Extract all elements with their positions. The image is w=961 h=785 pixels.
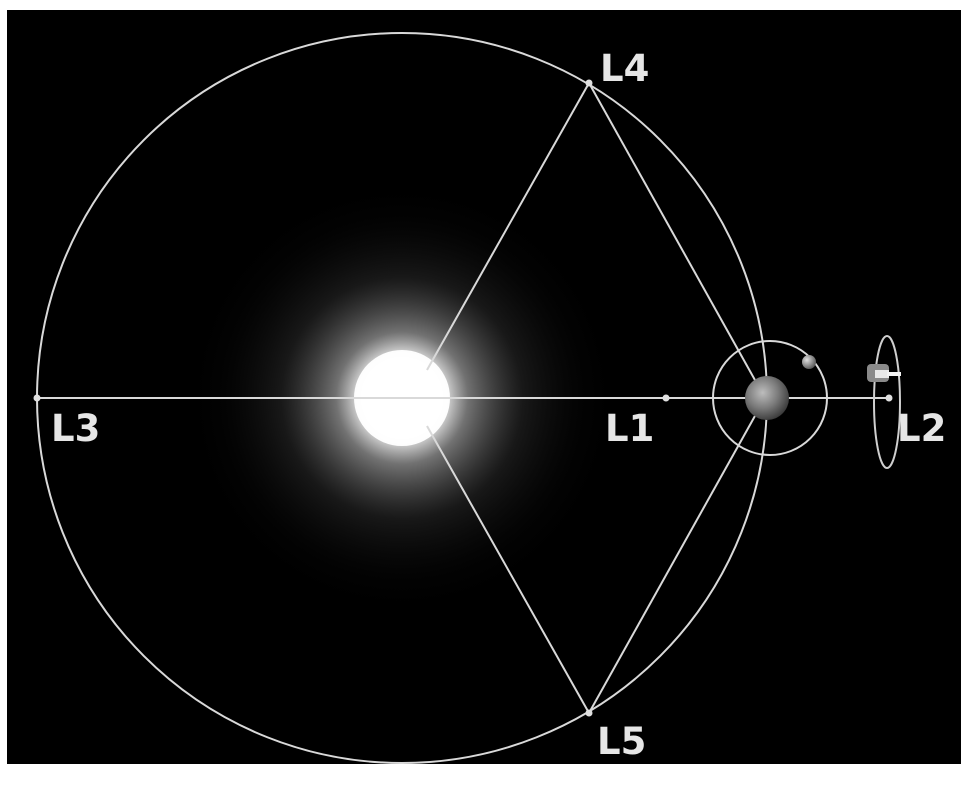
diagram-canvas [7, 10, 961, 764]
l3-marker [34, 395, 41, 402]
l5-marker [586, 710, 593, 717]
label-l4: L4 [600, 50, 649, 87]
l1-marker [663, 395, 670, 402]
l2-marker [886, 395, 893, 402]
l4-marker [586, 80, 593, 87]
spacecraft [867, 364, 901, 382]
label-l5: L5 [597, 723, 646, 760]
label-l3: L3 [51, 410, 100, 447]
label-l1: L1 [605, 410, 654, 447]
label-l2: L2 [897, 410, 946, 447]
earth [745, 376, 789, 420]
lagrange-diagram: L4 L3 L1 L2 L5 [7, 10, 961, 764]
moon [802, 355, 816, 369]
